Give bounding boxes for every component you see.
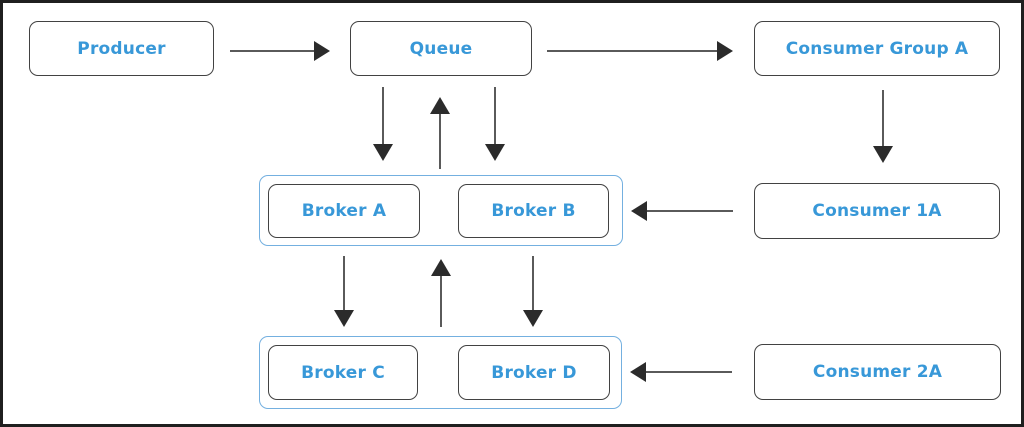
arrow-line	[646, 371, 732, 373]
arrowhead-up-icon	[430, 97, 450, 114]
arrow-line	[882, 90, 884, 146]
arrowhead-right-icon	[717, 41, 733, 61]
node-broker-b: Broker B	[458, 184, 609, 238]
node-consumer-1a: Consumer 1A	[754, 183, 1000, 239]
node-consumer-2a: Consumer 2A	[754, 344, 1001, 400]
node-consumer-group-a: Consumer Group A	[754, 21, 1000, 76]
arrow-line	[440, 276, 442, 327]
arrow-line	[647, 210, 733, 212]
arrow-line	[230, 50, 314, 52]
arrow-line	[532, 256, 534, 310]
arrowhead-left-icon	[631, 201, 647, 221]
node-broker-a: Broker A	[268, 184, 420, 238]
arrowhead-down-icon	[485, 144, 505, 161]
node-broker-c: Broker C	[268, 345, 418, 400]
node-broker-d: Broker D	[458, 345, 610, 400]
arrow-line	[494, 87, 496, 144]
arrow-line	[343, 256, 345, 310]
arrowhead-left-icon	[630, 362, 646, 382]
node-producer: Producer	[29, 21, 214, 76]
arrowhead-down-icon	[873, 146, 893, 163]
arrow-line	[382, 87, 384, 144]
arrow-line	[439, 114, 441, 169]
arrowhead-down-icon	[373, 144, 393, 161]
arrowhead-down-icon	[334, 310, 354, 327]
arrowhead-down-icon	[523, 310, 543, 327]
arrow-line	[547, 50, 717, 52]
arrowhead-right-icon	[314, 41, 330, 61]
arrowhead-up-icon	[431, 259, 451, 276]
node-queue: Queue	[350, 21, 532, 76]
